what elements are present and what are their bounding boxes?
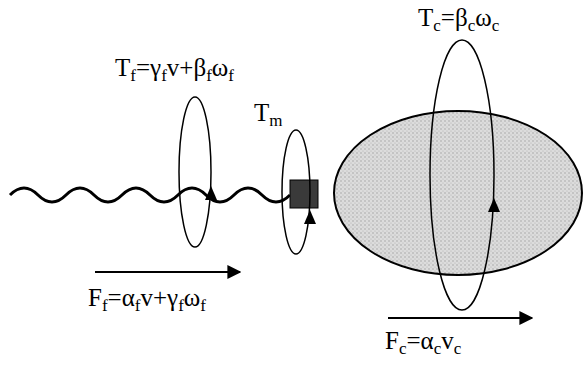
glyph: T	[418, 4, 433, 31]
rotation-arrowhead	[304, 210, 316, 224]
rotation-arrowhead	[488, 198, 500, 212]
glyph: +	[153, 284, 167, 311]
glyph: F	[88, 284, 102, 311]
glyph: f	[161, 66, 167, 85]
glyph: c	[492, 16, 500, 35]
glyph: f	[228, 66, 234, 85]
glyph: f	[200, 296, 206, 315]
rotation-loop	[179, 97, 211, 247]
glyph: f	[206, 66, 212, 85]
glyph: α	[421, 327, 434, 354]
rotation-loop	[430, 40, 494, 310]
cell-body	[334, 111, 582, 275]
glyph: γ	[150, 54, 161, 81]
equation-label: Ff=αfv+γfωf	[88, 283, 206, 313]
glyph: ω	[184, 284, 200, 311]
force-arrow	[95, 271, 240, 273]
glyph: +	[179, 54, 193, 81]
glyph: =	[406, 327, 420, 354]
glyph: =	[136, 54, 150, 81]
glyph: f	[130, 66, 136, 85]
flagellum	[10, 188, 290, 202]
glyph: c	[454, 339, 462, 358]
glyph: =	[108, 284, 122, 311]
rotation-loop	[282, 130, 310, 254]
glyph: β	[455, 4, 468, 31]
glyph: v	[441, 327, 454, 354]
glyph: α	[122, 284, 135, 311]
glyph: m	[269, 111, 282, 130]
equation-label: Tm	[254, 98, 283, 128]
glyph: ω	[475, 4, 491, 31]
equation-label: Tf=γfv+βfωf	[115, 53, 234, 83]
glyph: T	[115, 54, 130, 81]
equation-label: Fc=αcvc	[385, 326, 461, 356]
glyph: f	[135, 296, 141, 315]
glyph: γ	[167, 284, 178, 311]
glyph: ω	[212, 54, 228, 81]
rotation-arrowhead	[205, 186, 217, 200]
glyph: v	[140, 284, 153, 311]
glyph: F	[385, 327, 399, 354]
motor-block	[290, 180, 318, 208]
equation-label: Tc=βcωc	[418, 3, 499, 33]
glyph: f	[102, 296, 108, 315]
glyph: c	[433, 16, 441, 35]
force-arrow	[388, 317, 532, 319]
glyph: c	[399, 339, 407, 358]
glyph: T	[254, 99, 269, 126]
glyph: =	[441, 4, 455, 31]
glyph: v	[167, 54, 180, 81]
glyph: β	[193, 54, 206, 81]
glyph: f	[178, 296, 184, 315]
glyph: c	[468, 16, 476, 35]
glyph: c	[434, 339, 442, 358]
